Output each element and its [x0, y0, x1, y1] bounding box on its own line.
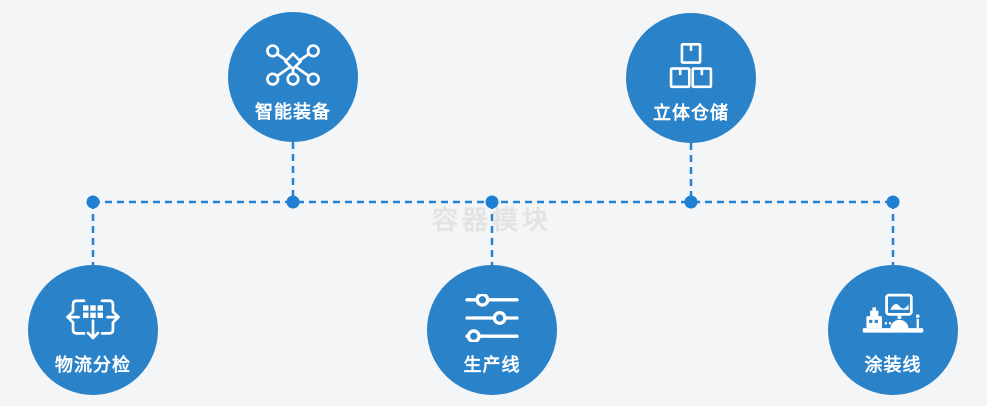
junction-dot [886, 195, 900, 209]
node-label: 涂装线 [864, 354, 922, 375]
node-production-line: 生产线 [427, 265, 557, 395]
node-circle: 立体仓储 [626, 13, 756, 143]
junction-dot [485, 195, 499, 209]
node-label: 生产线 [463, 354, 521, 375]
node-label: 物流分检 [55, 354, 131, 375]
node-painting-line: 涂装线 [828, 265, 958, 395]
node-label: 立体仓储 [653, 102, 729, 123]
sorting-arrows-icon [64, 289, 122, 347]
node-circle: 涂装线 [828, 265, 958, 395]
stacked-boxes-icon [665, 37, 717, 95]
node-circle: 智能装备 [228, 12, 358, 142]
node-circle: 生产线 [427, 265, 557, 395]
node-smart-equipment: 智能装备 [228, 12, 358, 142]
node-circle: 物流分检 [28, 265, 158, 395]
network-nodes-icon [263, 36, 323, 94]
junction-dot [684, 195, 698, 209]
node-warehouse-storage: 立体仓储 [626, 13, 756, 143]
machine-console-icon [860, 289, 926, 347]
node-label: 智能装备 [255, 101, 331, 122]
junction-dot [286, 195, 300, 209]
watermark: 容器模块 [431, 205, 553, 235]
junction-dot [86, 195, 100, 209]
sliders-icon [464, 289, 520, 347]
node-logistics-sorting: 物流分检 [28, 265, 158, 395]
